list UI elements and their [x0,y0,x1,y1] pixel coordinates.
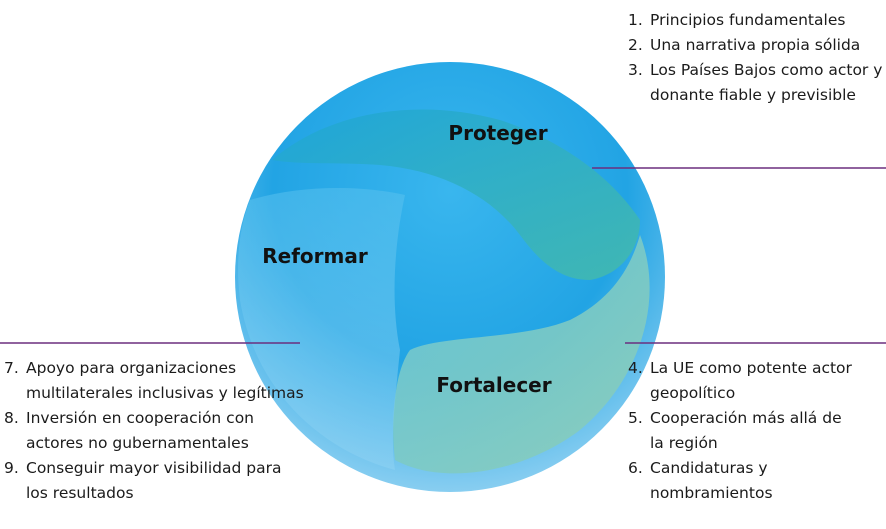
label-protect: Proteger [448,121,547,145]
list-item: 4. La UE como potente actor geopolítico [628,356,858,406]
protect-blade [272,109,640,280]
item-number: 8. [4,409,19,427]
item-text: La UE como potente actor geopolítico [650,359,852,402]
item-number: 3. [628,61,643,79]
list-item: 1. Principios fundamentales [628,8,886,33]
list-item: 8. Inversión en cooperación con actores n… [4,406,304,456]
list-item: 7. Apoyo para organizaciones multilateral… [4,356,304,406]
label-reform: Reformar [262,244,368,268]
item-text: Conseguir mayor visibilidad para los res… [26,459,282,502]
item-text: Inversión en cooperación con actores no … [26,409,255,452]
item-number: 2. [628,36,643,54]
protect-list: 1. Principios fundamentales 2. Una narrati… [628,8,886,108]
item-text: Cooperación más allá de la región [650,409,842,452]
reform-list: 7. Apoyo para organizaciones multilateral… [4,356,304,506]
item-number: 7. [4,359,19,377]
reform-blade [238,188,405,470]
list-item: 9. Conseguir mayor visibilidad para los r… [4,456,304,506]
strengthen-list: 4. La UE como potente actor geopolítico 5… [628,356,858,506]
item-number: 5. [628,409,643,427]
label-strengthen: Fortalecer [436,373,551,397]
item-text: Los Países Bajos como actor y donante fi… [650,61,883,104]
item-number: 4. [628,359,643,377]
list-item: 3. Los Países Bajos como actor y donante … [628,58,886,108]
item-number: 1. [628,11,643,29]
item-text: Candidaturas y nombramientos [650,459,773,502]
item-text: Principios fundamentales [650,11,846,29]
list-item: 2. Una narrativa propia sólida [628,33,886,58]
item-text: Apoyo para organizaciones multilaterales… [26,359,304,402]
item-text: Una narrativa propia sólida [650,36,861,54]
strengthen-blade [393,235,650,474]
item-number: 9. [4,459,19,477]
list-item: 6. Candidaturas y nombramientos [628,456,858,506]
list-item: 5. Cooperación más allá de la región [628,406,858,456]
item-number: 6. [628,459,643,477]
